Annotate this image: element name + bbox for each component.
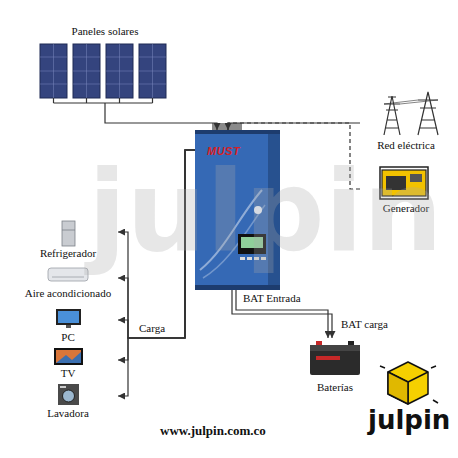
grid-node: Red eléctrica (360, 88, 452, 152)
website-url: www.julpin.com.co (160, 424, 266, 438)
pc-icon (56, 309, 81, 328)
edge-label: BAT Entrada (242, 292, 302, 304)
node-label: Baterías (317, 381, 353, 394)
appliance-node: Lavadora (18, 382, 118, 420)
air-conditioner-icon (48, 268, 88, 281)
node-label: Paneles solares (72, 25, 139, 38)
brand-logo: julpin (368, 406, 450, 435)
node-label: Lavadora (47, 407, 89, 420)
refrigerator-icon (62, 221, 75, 246)
tv-icon (54, 348, 83, 365)
power-towers (384, 92, 438, 135)
node-label: TV (61, 367, 76, 380)
node-label: Refrigerador (40, 247, 96, 260)
washer-icon (58, 384, 79, 405)
battery-icon (310, 341, 360, 375)
appliance-node: PC (18, 306, 118, 344)
edge-label: BAT carga (340, 318, 389, 330)
node-label: PC (61, 331, 74, 344)
node-label: Aire acondicionado (25, 287, 111, 300)
bus-label: Carga (137, 322, 167, 334)
connector (236, 290, 328, 338)
watermark: julpin (88, 150, 443, 273)
solar-panels-node: Paneles solares (35, 25, 175, 103)
appliance-node: TV (18, 346, 118, 380)
connector (232, 290, 332, 338)
connector (105, 103, 217, 130)
connector (228, 123, 360, 130)
logo-cube (380, 362, 438, 404)
solar-panels (40, 44, 166, 103)
battery-node: Baterías (300, 338, 370, 394)
